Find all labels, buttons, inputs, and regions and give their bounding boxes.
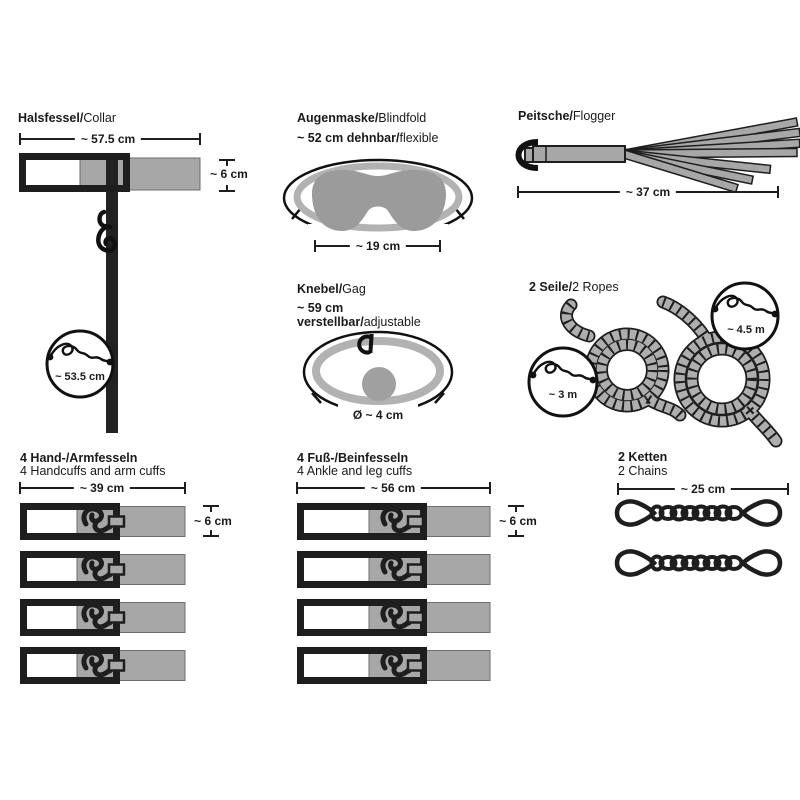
rope-short-dim: ~ 3 m <box>548 389 578 401</box>
rope-short-callout <box>527 346 599 418</box>
chain-row <box>617 501 780 524</box>
handcuffs-height-dimension-ticks <box>203 505 219 537</box>
blindfold-label: Augenmaske/Blindfold <box>297 111 427 125</box>
collar-strap <box>79 157 201 191</box>
blindfold-stretch-note: ~ 52 cm dehnbar/flexible <box>297 131 439 145</box>
handcuff-row <box>20 647 185 684</box>
anklecuff-row <box>297 503 490 540</box>
anklecuffs-height-dim: ~ 6 cm <box>499 514 537 528</box>
gag-graphic <box>302 330 454 418</box>
gag-label: Knebel/Gag <box>297 282 366 296</box>
collar-leash-dim: ~ 53.5 cm <box>55 371 105 383</box>
anklecuff-row <box>297 647 490 684</box>
blindfold-width-dim: ~ 19 cm <box>349 239 407 253</box>
chains-length-dim: ~ 25 cm <box>674 482 732 496</box>
collar-height-dim: ~ 6 cm <box>210 167 248 181</box>
flogger-dring-icon <box>515 139 539 171</box>
handcuffs-height-dim: ~ 6 cm <box>194 514 232 528</box>
gag-buckle-icon <box>357 333 374 355</box>
chains-label-en: 2 Chains <box>618 464 668 478</box>
chains-graphic <box>617 483 789 575</box>
ropes-label: 2 Seile/2 Ropes <box>529 280 619 294</box>
rope-long-callout <box>710 281 780 351</box>
handcuffs-graphic <box>20 482 219 684</box>
handcuffs-width-dim: ~ 39 cm <box>73 481 131 495</box>
handcuff-row <box>20 599 185 636</box>
anklecuffs-graphic <box>297 482 524 684</box>
flogger-length-dim: ~ 37 cm <box>619 185 677 199</box>
handcuffs-label-de: 4 Hand-/Armfesseln <box>20 451 138 465</box>
blindfold-band <box>293 162 463 232</box>
flogger-handle <box>532 145 626 163</box>
handcuff-row <box>20 503 185 540</box>
collar-buckle-frame <box>19 153 130 192</box>
flogger-label: Peitsche/Flogger <box>518 109 616 123</box>
collar-graphic <box>19 133 235 433</box>
collar-width-dim: ~ 57.5 cm <box>74 132 142 146</box>
handcuff-row <box>20 551 185 588</box>
blindfold-graphic <box>282 158 474 252</box>
chain-row <box>617 551 780 574</box>
handcuffs-label-en: 4 Handcuffs and arm cuffs <box>20 464 166 478</box>
chains-label-de: 2 Ketten <box>618 450 668 464</box>
ropes-graphic <box>527 281 783 448</box>
rope-long-dim: ~ 4.5 m <box>727 324 765 336</box>
anklecuffs-label-de: 4 Fuß-/Beinfesseln <box>297 451 409 465</box>
flogger-graphic <box>515 117 800 198</box>
collar-leash-strap <box>106 155 118 433</box>
anklecuff-row <box>297 551 490 588</box>
anklecuffs-height-dimension-ticks <box>508 505 524 537</box>
collar-hook-icon <box>96 209 118 253</box>
gag-adjust-note: verstellbar/adjustable <box>297 315 421 329</box>
anklecuffs-width-dim: ~ 56 cm <box>364 481 422 495</box>
anklecuffs-label-en: 4 Ankle and leg cuffs <box>297 464 413 478</box>
gag-ball-dim: Ø ~ 4 cm <box>352 408 404 422</box>
gag-strap <box>312 337 444 405</box>
collar-height-dimension-ticks <box>219 159 235 192</box>
gag-length-dim: ~ 59 cm <box>297 301 344 315</box>
flogger-tails <box>621 117 800 194</box>
collar-label: Halsfessel/Collar <box>18 111 116 125</box>
blindfold-mask <box>312 169 446 231</box>
gag-ball <box>362 367 396 401</box>
anklecuff-row <box>297 599 490 636</box>
collar-leash-callout <box>45 329 115 399</box>
